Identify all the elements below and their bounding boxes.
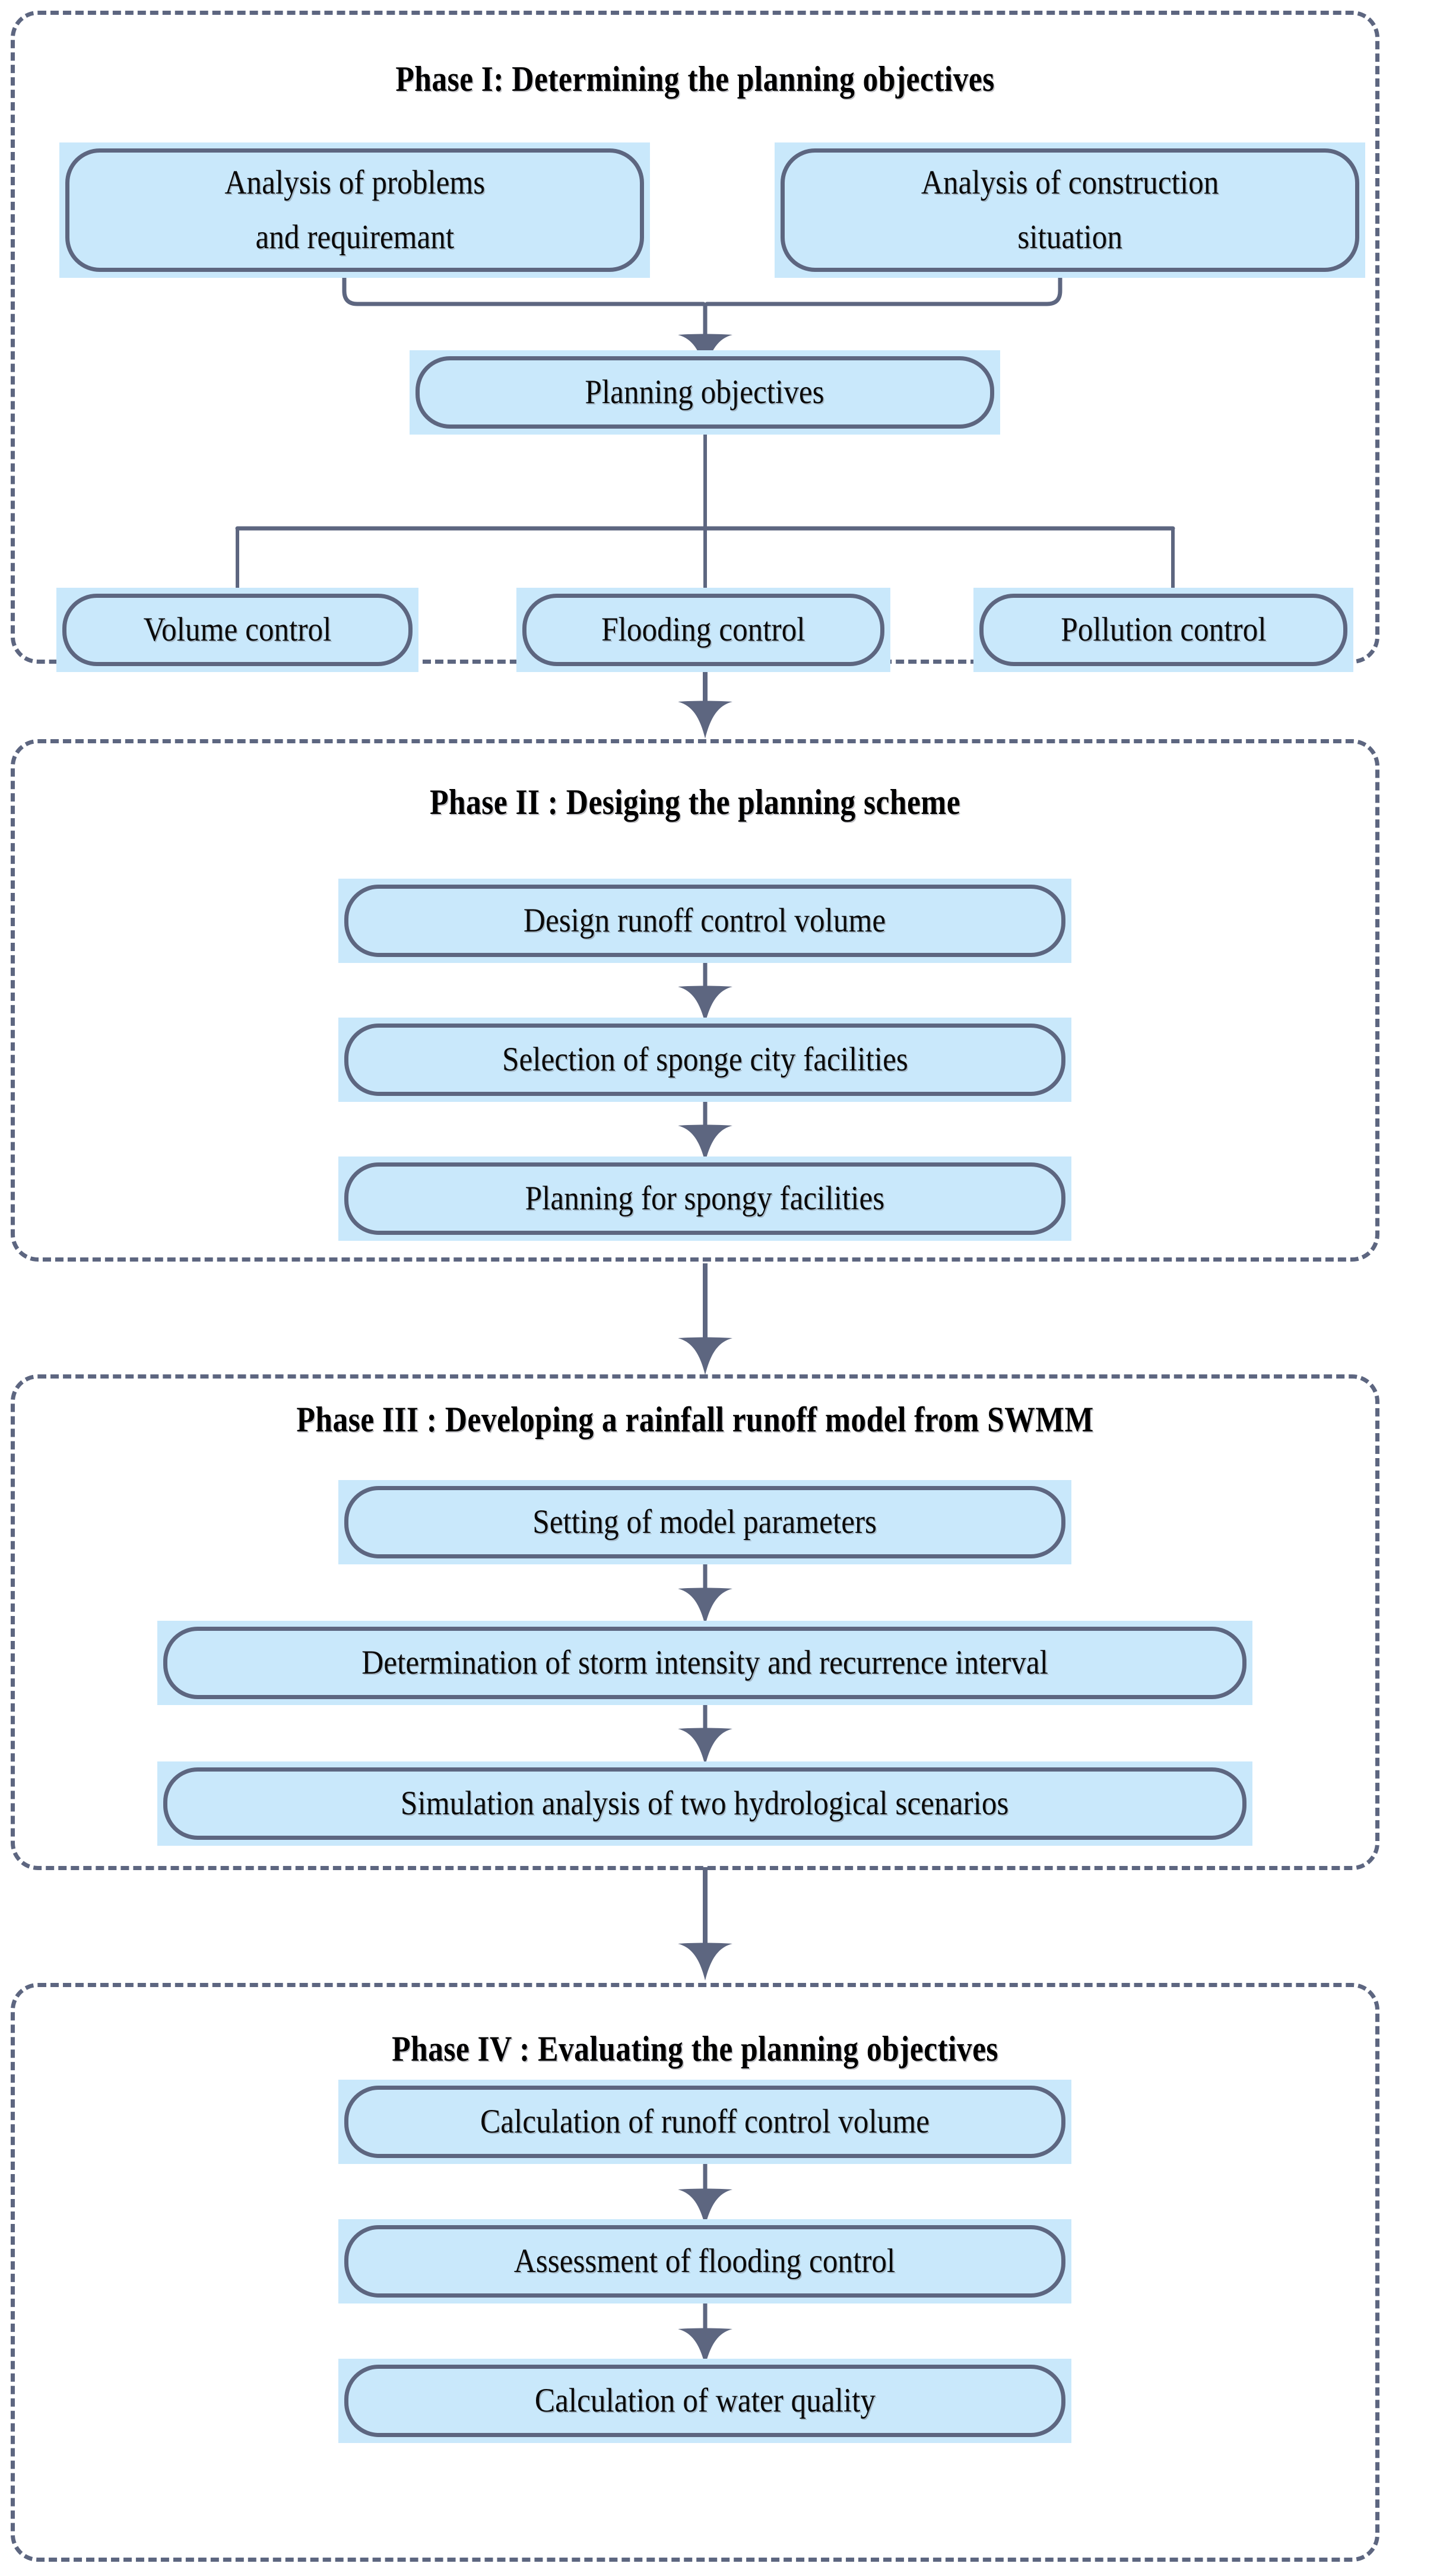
node-label: Analysis of construction situation [921, 163, 1219, 256]
node-analysis-construction[interactable]: Analysis of construction situation [775, 142, 1365, 278]
node-label: Calculation of runoff control volume [480, 2102, 930, 2140]
node-storm-intensity[interactable]: Determination of storm intensity and rec… [157, 1621, 1252, 1705]
node-label: Selection of sponge city facilities [502, 1040, 908, 1078]
node-body: Planning objectives [415, 356, 994, 429]
node-simulation-analysis[interactable]: Simulation analysis of two hydrological … [157, 1761, 1252, 1846]
node-planning-objectives[interactable]: Planning objectives [410, 350, 1000, 435]
node-body: Flooding control [522, 594, 884, 666]
node-flooding-control[interactable]: Flooding control [516, 588, 890, 672]
node-label: Assessment of flooding control [514, 2242, 896, 2280]
node-body: Calculation of water quality [344, 2365, 1065, 2437]
node-body: Volume control [62, 594, 413, 666]
node-body: Analysis of problems and requiremant [65, 148, 644, 272]
node-body: Assessment of flooding control [344, 2225, 1065, 2298]
node-label: Determination of storm intensity and rec… [361, 1643, 1048, 1681]
node-label: Setting of model parameters [532, 1503, 877, 1541]
node-body: Design runoff control volume [344, 885, 1065, 957]
node-body: Simulation analysis of two hydrological … [163, 1767, 1246, 1840]
node-label: Volume control [143, 610, 332, 648]
node-pollution-control[interactable]: Pollution control [973, 588, 1353, 672]
phase-container-4 [11, 1983, 1379, 2562]
node-calc-runoff-volume[interactable]: Calculation of runoff control volume [338, 2080, 1071, 2164]
node-volume-control[interactable]: Volume control [56, 588, 418, 672]
node-body: Selection of sponge city facilities [344, 1024, 1065, 1096]
node-body: Determination of storm intensity and rec… [163, 1627, 1246, 1699]
phase-title-2: Phase II : Desiging the planning scheme [429, 782, 961, 822]
node-assessment-flooding[interactable]: Assessment of flooding control [338, 2219, 1071, 2303]
node-body: Pollution control [979, 594, 1347, 666]
node-label: Calculation of water quality [534, 2381, 876, 2419]
node-design-runoff-volume[interactable]: Design runoff control volume [338, 879, 1071, 963]
phase-title-1: Phase I: Determining the planning object… [395, 59, 995, 99]
node-body: Planning for spongy facilities [344, 1162, 1065, 1235]
node-planning-spongy[interactable]: Planning for spongy facilities [338, 1156, 1071, 1241]
node-label: Pollution control [1060, 610, 1267, 648]
node-selection-facilities[interactable]: Selection of sponge city facilities [338, 1018, 1071, 1102]
node-body: Analysis of construction situation [781, 148, 1359, 272]
node-label: Planning for spongy facilities [525, 1179, 885, 1217]
node-analysis-problems[interactable]: Analysis of problems and requiremant [59, 142, 650, 278]
phase-title-3: Phase III : Developing a rainfall runoff… [296, 1400, 1094, 1439]
node-label: Design runoff control volume [524, 901, 886, 939]
node-model-parameters[interactable]: Setting of model parameters [338, 1480, 1071, 1564]
phase-container-3 [11, 1374, 1379, 1870]
phase-container-1 [11, 11, 1379, 664]
node-label: Planning objectives [585, 373, 825, 411]
node-body: Calculation of runoff control volume [344, 2086, 1065, 2158]
node-label: Analysis of problems and requiremant [224, 163, 485, 256]
node-body: Setting of model parameters [344, 1486, 1065, 1558]
phase-title-4: Phase IV : Evaluating the planning objec… [392, 2029, 998, 2068]
node-calc-water-quality[interactable]: Calculation of water quality [338, 2359, 1071, 2443]
node-label: Flooding control [601, 610, 805, 648]
node-label: Simulation analysis of two hydrological … [401, 1784, 1009, 1822]
phase-container-2 [11, 739, 1379, 1262]
